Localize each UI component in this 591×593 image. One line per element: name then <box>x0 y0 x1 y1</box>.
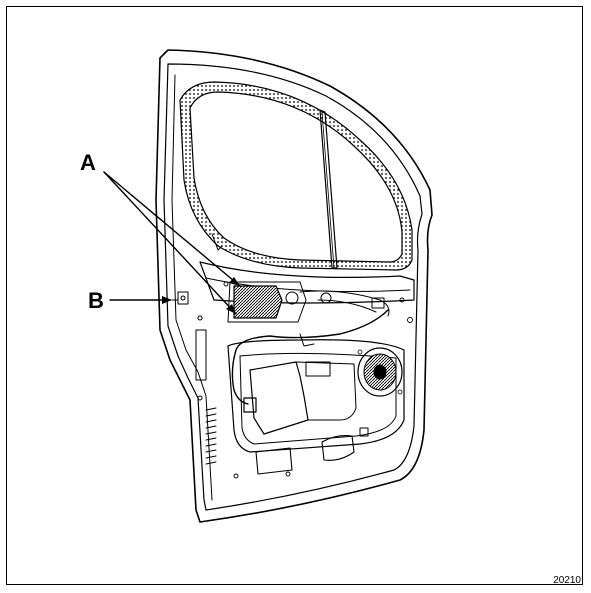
lower-panel-opening <box>227 339 405 453</box>
arrowhead-a-lower <box>226 304 236 314</box>
door-inner-flange <box>163 63 423 511</box>
speaker <box>357 347 403 397</box>
window-division-bar <box>319 109 338 269</box>
fixing-holes <box>223 281 413 479</box>
window-glass <box>189 91 403 263</box>
window-regulator <box>233 285 283 319</box>
leader-line-a-lower <box>103 171 237 315</box>
wiring-harness <box>231 309 389 405</box>
arrowhead-a-upper <box>229 277 240 286</box>
lower-access-holes <box>255 447 293 475</box>
reference-number: 20210 <box>553 575 581 586</box>
arrowhead-b <box>162 296 172 304</box>
leader-line-a-upper <box>103 171 241 287</box>
check-strap-mount <box>171 291 207 401</box>
inner-pocket <box>249 361 309 435</box>
callout-b: B <box>88 288 104 313</box>
drain-slots <box>205 407 217 465</box>
callout-a: A <box>80 150 96 175</box>
door-outer-outline <box>155 49 433 523</box>
